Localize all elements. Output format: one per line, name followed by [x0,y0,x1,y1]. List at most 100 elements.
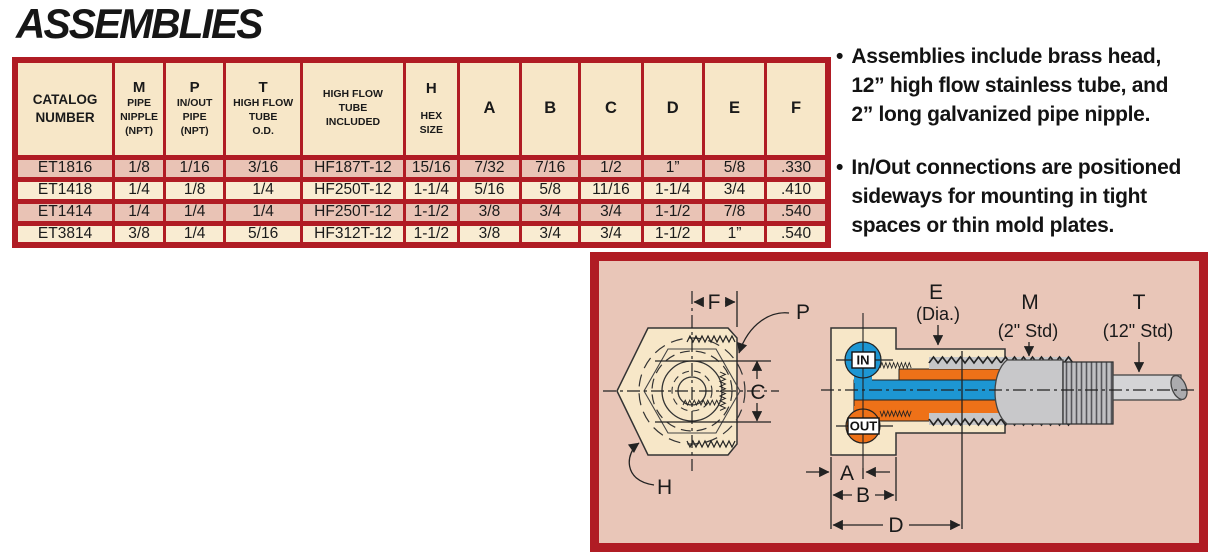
callout-m: M [1021,291,1039,314]
header-letter: M [132,79,146,97]
table-cell: 1/4 [112,198,166,226]
table-cell: 3/4 [519,198,582,226]
table-cell: 1-1/2 [640,220,705,248]
header-sub: PIPE NIPPLE (NPT) [120,97,159,137]
header-letter: D [666,99,679,118]
table-cell: .540 [764,220,830,248]
side-section-view: IN OUT E (Dia.) M (2" Std) T (12" Std) A… [806,281,1198,537]
stainless-tube [1112,374,1188,401]
table-cell: 5/8 [519,176,582,204]
header-letter: C [604,99,617,118]
col-header-f: F [764,57,830,160]
table-cell: 1-1/2 [402,220,460,248]
table-cell: ET1418 [13,176,116,204]
header-label: CATALOG NUMBER [32,91,98,125]
header-sub: IN/OUT PIPE (NPT) [176,97,213,137]
col-header-tube-included: HIGH FLOW TUBE INCLUDED [300,57,406,160]
table-cell: 3/16 [223,154,304,182]
col-header-h-hex-size: H HEX SIZE [402,57,460,160]
dim-label-h: H [657,476,672,499]
header-letter: E [728,99,740,118]
table-cell: 3/8 [456,220,523,248]
assembly-diagram: F C P H [603,281,1198,537]
out-tag-box [847,417,880,435]
header-letter: A [483,99,496,118]
table-cell: 15/16 [402,154,460,182]
bullet-item: • Assemblies include brass head, 12” hig… [836,42,1228,129]
table-cell: 3/4 [701,176,768,204]
callout-e-sub: (Dia.) [916,304,960,324]
table-cell: ET1414 [13,198,116,226]
table-cell: HF312T-12 [300,220,406,248]
table-cell: 1-1/4 [640,176,705,204]
table-cell: .410 [764,176,830,204]
table-cell: 1/4 [223,198,304,226]
table-cell: 7/32 [456,154,523,182]
header-letter: F [791,99,802,118]
header-sub: HEX SIZE [419,110,443,136]
dim-label-d: D [888,514,903,537]
table-cell: 3/4 [578,220,644,248]
col-header-d: D [640,57,705,160]
col-header-a: A [456,57,523,160]
callout-t-sub: (12" Std) [1103,321,1173,341]
table-cell: 3/4 [578,198,644,226]
table-cell: 11/16 [578,176,644,204]
bullet-marker: • [836,45,844,68]
table-cell: 1/2 [578,154,644,182]
pipe-nipple [994,359,1114,425]
feature-bullets: • Assemblies include brass head, 12” hig… [836,42,1228,264]
header-letter: H [425,80,437,98]
header-letter: B [544,99,557,118]
table-cell: HF250T-12 [300,176,406,204]
header-letter: P [189,79,200,97]
dim-label-c: C [750,381,765,404]
table-cell: 5/16 [456,176,523,204]
table-cell: 1/4 [112,176,166,204]
table-cell: .330 [764,154,830,182]
hex-end-view: F C P H [603,291,810,499]
table-cell: 1-1/4 [402,176,460,204]
table-cell: 1/8 [162,176,227,204]
table-cell: 3/8 [456,198,523,226]
table-cell: 1” [701,220,768,248]
col-header-e: E [701,57,768,160]
bullet-text: Assemblies include brass head, 12” high … [851,45,1169,126]
table-cell: 7/8 [701,198,768,226]
table-cell: 1-1/2 [402,198,460,226]
table-cell: HF187T-12 [300,154,406,182]
bullet-item: • In/Out connections are positioned side… [836,153,1228,240]
table-cell: 5/16 [223,220,304,248]
table-cell: 5/8 [701,154,768,182]
callout-e: E [929,281,943,304]
dim-label-b: B [856,484,870,507]
out-tag: OUT [850,419,878,434]
table-cell: 3/8 [112,220,166,248]
table-cell: 7/16 [519,154,582,182]
assembly-diagram-panel: F C P H [590,252,1208,552]
table-cell: HF250T-12 [300,198,406,226]
nipple-threaded-section [1062,361,1114,425]
dim-label-p: P [796,301,810,324]
table-cell: 1/16 [162,154,227,182]
table-cell: 1/4 [162,198,227,226]
table-cell: 1/4 [162,220,227,248]
callout-t: T [1133,291,1146,314]
in-tag: IN [857,353,870,368]
dim-label-a: A [840,462,854,485]
in-tag-box [851,351,876,369]
table-cell: 1” [640,154,705,182]
table-cell: ET3814 [13,220,116,248]
table-cell: 1/8 [112,154,166,182]
bullet-text: In/Out connections are positioned sidewa… [851,156,1181,237]
table-cell: 1/4 [223,176,304,204]
